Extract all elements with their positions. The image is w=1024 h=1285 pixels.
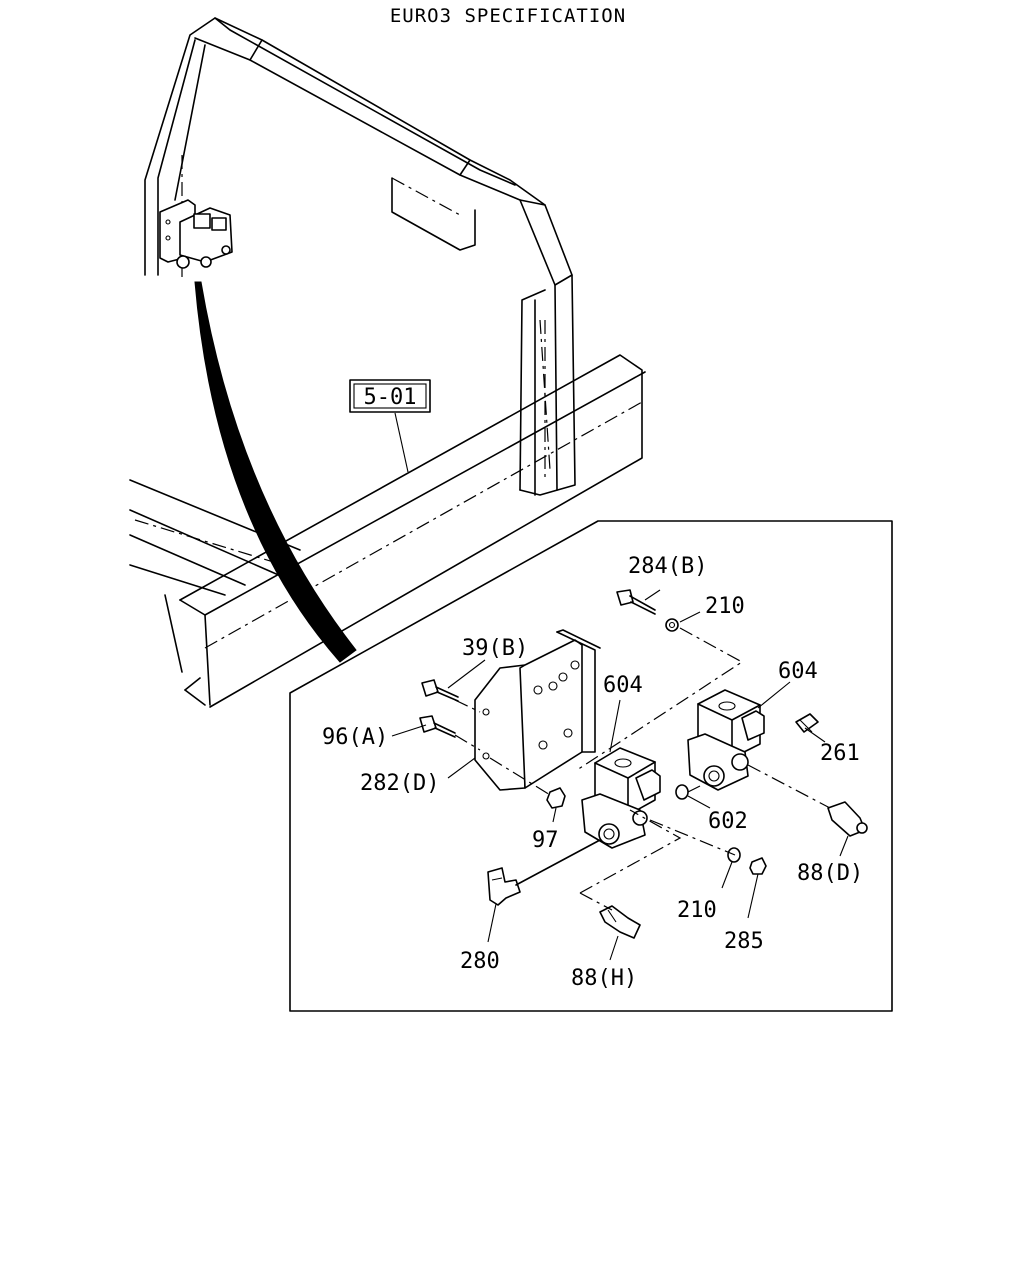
bolt-284b (616, 589, 656, 615)
label-280: 280 (460, 949, 500, 974)
detail-frame (289, 520, 893, 1012)
label-284b: 284(B) (628, 554, 707, 579)
label-210-top: 210 (705, 594, 745, 619)
label-604-right: 604 (778, 659, 818, 684)
solenoid-valve-right (687, 689, 765, 791)
label-285: 285 (724, 929, 764, 954)
label-97: 97 (532, 828, 559, 853)
label-88h: 88(H) (571, 966, 637, 991)
bolt-96a (419, 715, 456, 738)
nut-285 (749, 857, 767, 875)
fitting-88h (599, 905, 641, 939)
label-261: 261 (820, 741, 860, 766)
label-39b: 39(B) (462, 636, 528, 661)
label-282d: 282(D) (360, 771, 439, 796)
ref-label: 5-01 (364, 385, 417, 410)
o-ring-602 (675, 784, 689, 800)
bracket (474, 629, 601, 791)
ref-box (349, 379, 431, 413)
part-labels: 284(B) 210 39(B) 604 604 261 96(A) 282(D… (322, 554, 863, 991)
plug-261 (795, 713, 819, 733)
detail-callout-swoosh (194, 281, 357, 663)
cab-frame-drawing: 5-01 (129, 17, 646, 708)
label-604-left: 604 (603, 673, 643, 698)
fitting-88d (827, 801, 868, 837)
diagram-title: EURO3 SPECIFICATION (390, 5, 626, 27)
label-96a: 96(A) (322, 725, 388, 750)
detail-drawing (391, 589, 868, 961)
bolt-39b (421, 679, 459, 702)
label-88d: 88(D) (797, 861, 863, 886)
label-602: 602 (708, 809, 748, 834)
nut-97 (546, 787, 566, 809)
solenoid-valve-left (581, 747, 661, 849)
washer-210-top (665, 618, 679, 632)
elbow-fitting-280 (487, 867, 521, 906)
mounted-valve-assembly (159, 199, 233, 269)
label-210-bottom: 210 (677, 898, 717, 923)
